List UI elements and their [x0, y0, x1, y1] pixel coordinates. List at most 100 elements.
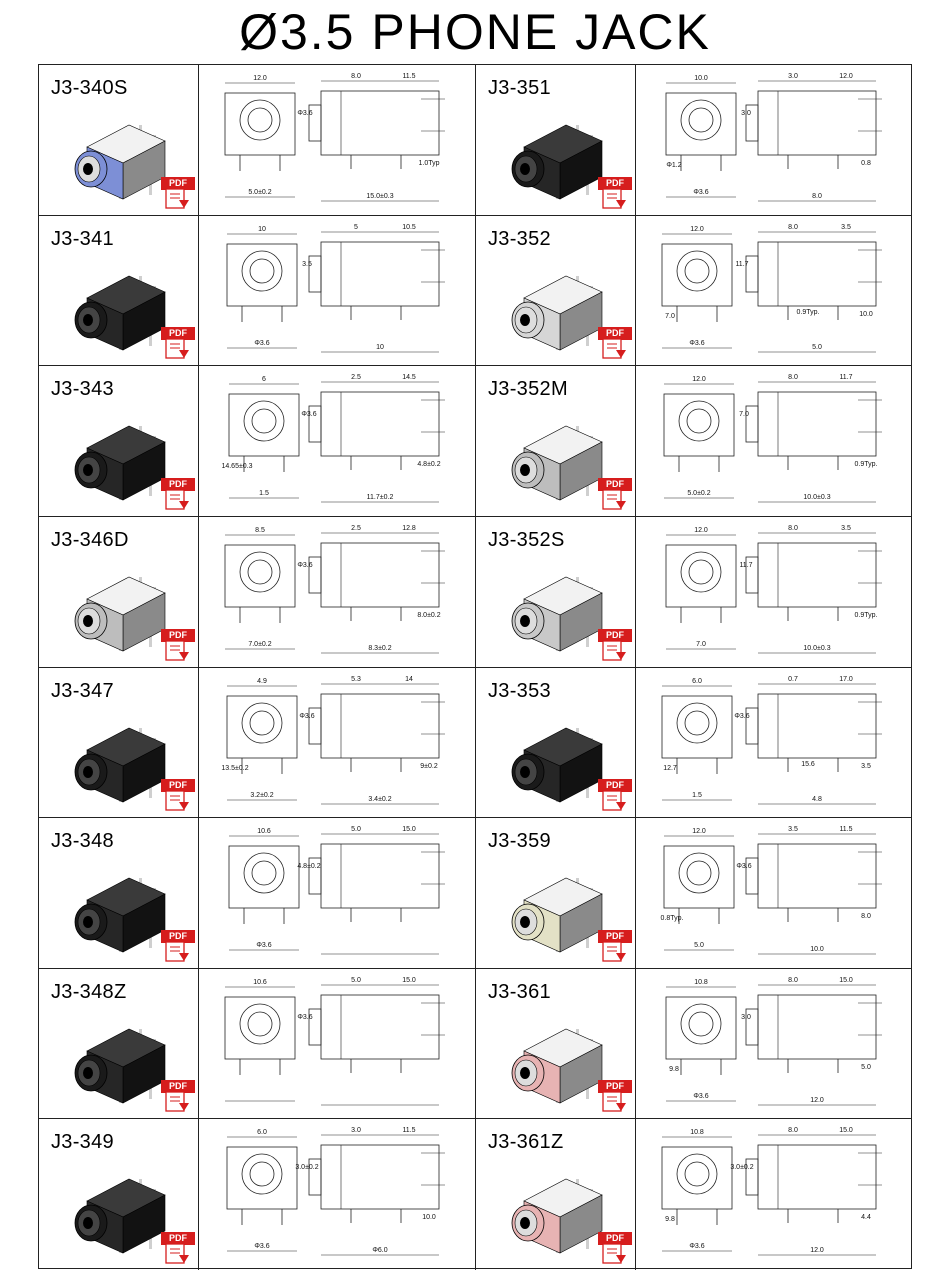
jack-photo: [74, 576, 166, 652]
pdf-download-icon[interactable]: PDF: [161, 477, 195, 512]
pdf-download-icon[interactable]: PDF: [598, 327, 632, 361]
dimension-label: 5.0±0.2: [248, 189, 271, 196]
dimension-label: 5: [354, 224, 358, 231]
dimension-label: 8.0: [788, 1127, 798, 1134]
model-number: J3-348Z: [51, 980, 127, 1003]
model-number: J3-341: [51, 227, 114, 250]
jack-photo: [511, 1179, 603, 1254]
pdf-download-icon[interactable]: PDF: [161, 327, 195, 361]
pdf-label: PDF: [598, 1232, 632, 1245]
dimension-label: 10.0: [810, 946, 824, 953]
pdf-download-icon[interactable]: PDF: [161, 176, 195, 211]
dimension-label: 0.7: [788, 676, 798, 683]
dimension-label: 0.9Typ.: [855, 461, 878, 468]
model-number: J3-343: [51, 378, 114, 401]
pdf-download-icon[interactable]: PDF: [598, 929, 632, 964]
dimension-label: 12.0: [692, 828, 706, 835]
dimension-label: 3.5: [788, 826, 798, 833]
dimension-label: Φ3.6: [689, 340, 704, 347]
dimension-label: 10.8: [690, 1129, 704, 1136]
dimension-label: 8.0: [788, 977, 798, 984]
model-number: J3-352M: [488, 378, 568, 401]
dimension-label: 10.0: [422, 1214, 436, 1221]
page-title: Ø3.5 PHONE JACK: [239, 4, 711, 60]
dimension-label: 4.8±0.2: [417, 461, 440, 468]
model-number: J3-353: [488, 679, 551, 702]
model-number: J3-351: [488, 77, 551, 99]
model-number: J3-359: [488, 830, 551, 853]
dimension-label: Φ3.6: [256, 942, 271, 949]
dimension-label: 3.5: [861, 763, 871, 770]
jack-photo: [511, 275, 603, 351]
dimension-label: 2.5: [351, 525, 361, 532]
pdf-download-icon[interactable]: PDF: [161, 1232, 195, 1266]
jack-photo: [74, 275, 166, 351]
dimension-label: 15.0: [839, 977, 853, 984]
pdf-download-icon[interactable]: PDF: [598, 176, 632, 211]
product-cell: J3-352M PDF: [476, 366, 636, 516]
pdf-download-icon[interactable]: PDF: [161, 628, 195, 663]
pdf-download-icon[interactable]: PDF: [598, 1080, 632, 1114]
dimension-label: 11.5: [839, 826, 852, 833]
dimension-label: 10.6: [253, 979, 267, 986]
pdf-label: PDF: [598, 628, 632, 642]
jack-photo: [511, 727, 603, 802]
model-number: J3-340S: [51, 77, 128, 99]
pdf-download-icon[interactable]: PDF: [598, 628, 632, 663]
pdf-download-icon[interactable]: PDF: [598, 477, 632, 512]
dimension-label: Φ3.6: [297, 562, 312, 569]
dimension-label: 10.6: [257, 828, 271, 835]
dimension-label: Φ3.6: [297, 110, 312, 117]
pdf-download-icon[interactable]: PDF: [161, 779, 195, 813]
pdf-download-icon[interactable]: PDF: [161, 1080, 195, 1114]
dimension-label: 12.0: [692, 376, 706, 383]
dimension-label: 3.5: [302, 261, 312, 268]
jack-photo: [511, 124, 603, 200]
dimension-label: 7.0: [739, 411, 749, 418]
dimension-label: 6.0: [257, 1129, 267, 1136]
model-number: J3-349: [51, 1131, 114, 1154]
pdf-download-icon[interactable]: PDF: [598, 779, 632, 813]
dimension-label: 8.3±0.2: [368, 645, 391, 652]
dimension-label: 8.5: [255, 527, 265, 534]
dimension-label: 3.0±0.2: [295, 1164, 318, 1171]
jack-photo: [511, 877, 603, 953]
dimension-label: 7.0±0.2: [248, 641, 271, 648]
dimension-label: 8.0: [351, 73, 361, 80]
model-number: J3-348: [51, 830, 114, 853]
dimension-label: 15.0±0.3: [366, 193, 393, 200]
pdf-label: PDF: [161, 1232, 195, 1245]
pdf-label: PDF: [161, 628, 195, 642]
model-number: J3-352: [488, 227, 551, 250]
dimension-label: Φ3.6: [301, 411, 316, 418]
dimension-label: 15.0: [402, 977, 416, 984]
dimension-label: 11.7: [739, 562, 752, 569]
dimension-label: 8.0: [861, 913, 871, 920]
dimension-label: 0.8: [861, 160, 871, 167]
dimension-label: 1.5: [259, 490, 269, 497]
model-number: J3-346D: [51, 528, 129, 551]
pdf-label: PDF: [598, 477, 632, 491]
dimension-label: 0.9Typ.: [797, 309, 820, 316]
pdf-download-icon[interactable]: PDF: [161, 929, 195, 964]
dimension-label: 5.0: [861, 1064, 871, 1071]
pdf-download-icon[interactable]: PDF: [598, 1232, 632, 1266]
dimension-label: 10.0: [859, 311, 873, 318]
dimension-label: 12.0: [839, 73, 853, 80]
dimension-label: 0.8Typ.: [661, 915, 684, 922]
product-cell: J3-348Z PDF: [39, 968, 199, 1119]
